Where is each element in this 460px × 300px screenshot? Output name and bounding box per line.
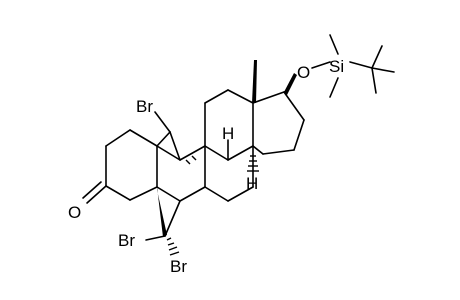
bond-ringC-2 [204, 89, 229, 104]
bond-cp2-2 [164, 200, 181, 237]
bond-ringC-3 [227, 89, 254, 104]
label-h-upper: H [222, 124, 234, 143]
wedge-c17-o [284, 73, 297, 95]
bond-ringB-1 [156, 145, 181, 161]
bond-cp2-br-left [145, 235, 166, 241]
bond-ringA-3 [105, 185, 131, 201]
bond-ringA-4 [129, 186, 158, 201]
bond-si-me-bottom [329, 77, 339, 98]
label-br-bottom: Br [170, 257, 187, 276]
bond-ringD-2 [283, 91, 305, 121]
bond-cp1-2 [169, 131, 181, 161]
bond-ringBC-2 [227, 186, 254, 202]
bond-ringD-5 [252, 145, 264, 155]
bond-ringBC-1 [204, 186, 229, 202]
label-br-top: Br [136, 97, 153, 116]
bond-si-tbu [349, 61, 373, 69]
label-si: Si [329, 57, 344, 76]
bond-ringD-4 [262, 149, 295, 155]
bond-cp1-1 [156, 131, 171, 147]
bond-ringB-3 [179, 186, 206, 202]
hash-h-lower [247, 155, 259, 172]
bond-tbu-2 [371, 67, 395, 73]
hash-cp2-br-bottom [166, 237, 180, 256]
hash-c9 [185, 155, 197, 165]
bond-ringC-5 [227, 145, 254, 161]
wedge-cp2-1 [157, 187, 167, 237]
bond-ketone-2 [82, 181, 102, 199]
bond-tbu-3 [371, 67, 377, 94]
bond-ringB-5 [179, 145, 206, 161]
label-o-ether: O [297, 63, 310, 82]
bond-tbu-1 [371, 45, 383, 69]
bond-si-me-top [329, 34, 339, 55]
bond-ketone-1 [86, 185, 107, 204]
bond-ringA-6 [129, 129, 158, 147]
bond-ringD-1 [252, 91, 285, 104]
label-h-lower: H [246, 174, 258, 193]
bond-ringB-2 [156, 186, 181, 202]
label-br-left: Br [118, 231, 135, 250]
bond-ringA-1 [105, 129, 131, 147]
bond-cp1-br [154, 111, 171, 133]
wedge-methyl [252, 60, 257, 103]
bond-o-si [311, 61, 331, 69]
bond-ringC-6 [204, 145, 229, 161]
label-o-ketone: O [68, 203, 81, 222]
bond-ringD-3 [293, 119, 305, 151]
